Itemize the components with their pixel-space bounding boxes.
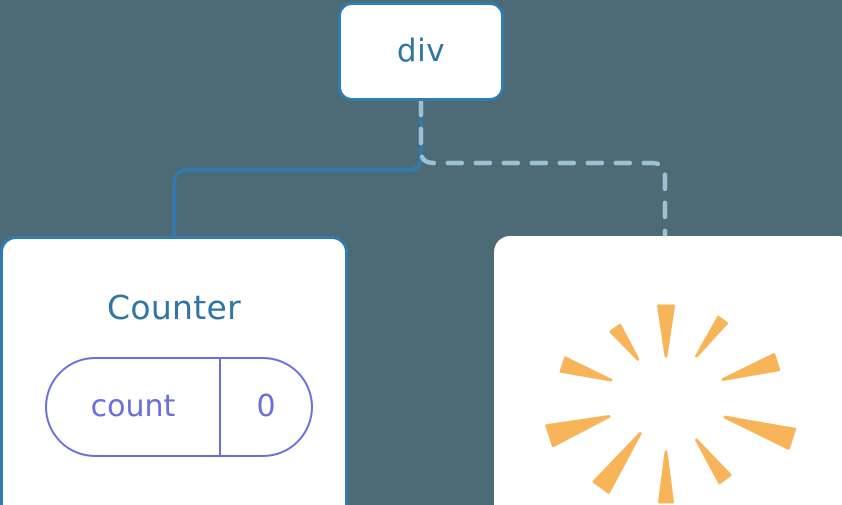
node-div[interactable]: div (338, 2, 504, 101)
burst-ray (695, 438, 732, 485)
node-counter[interactable]: Counter count 0 (0, 236, 348, 505)
edge-root-to-counter (172, 99, 423, 238)
prop-name-count: count (90, 389, 176, 424)
burst-ray (658, 450, 674, 504)
node-counter-label: Counter (107, 288, 241, 327)
node-div-label: div (396, 33, 446, 69)
burst-ray (721, 353, 781, 381)
prop-value-count: 0 (256, 389, 276, 424)
burst-ray (609, 323, 640, 361)
sparkle-burst-icon (545, 304, 797, 504)
burst-ray (723, 415, 797, 450)
burst-ray (592, 432, 642, 494)
prop-divider (219, 359, 221, 455)
burst-ray (559, 356, 613, 382)
burst-ray (695, 315, 728, 358)
prop-pill-count[interactable]: count 0 (45, 357, 313, 457)
burst-ray (545, 415, 611, 448)
burst-ray (657, 304, 675, 358)
node-burst[interactable] (494, 236, 842, 505)
edge-root-to-burst (418, 98, 668, 239)
